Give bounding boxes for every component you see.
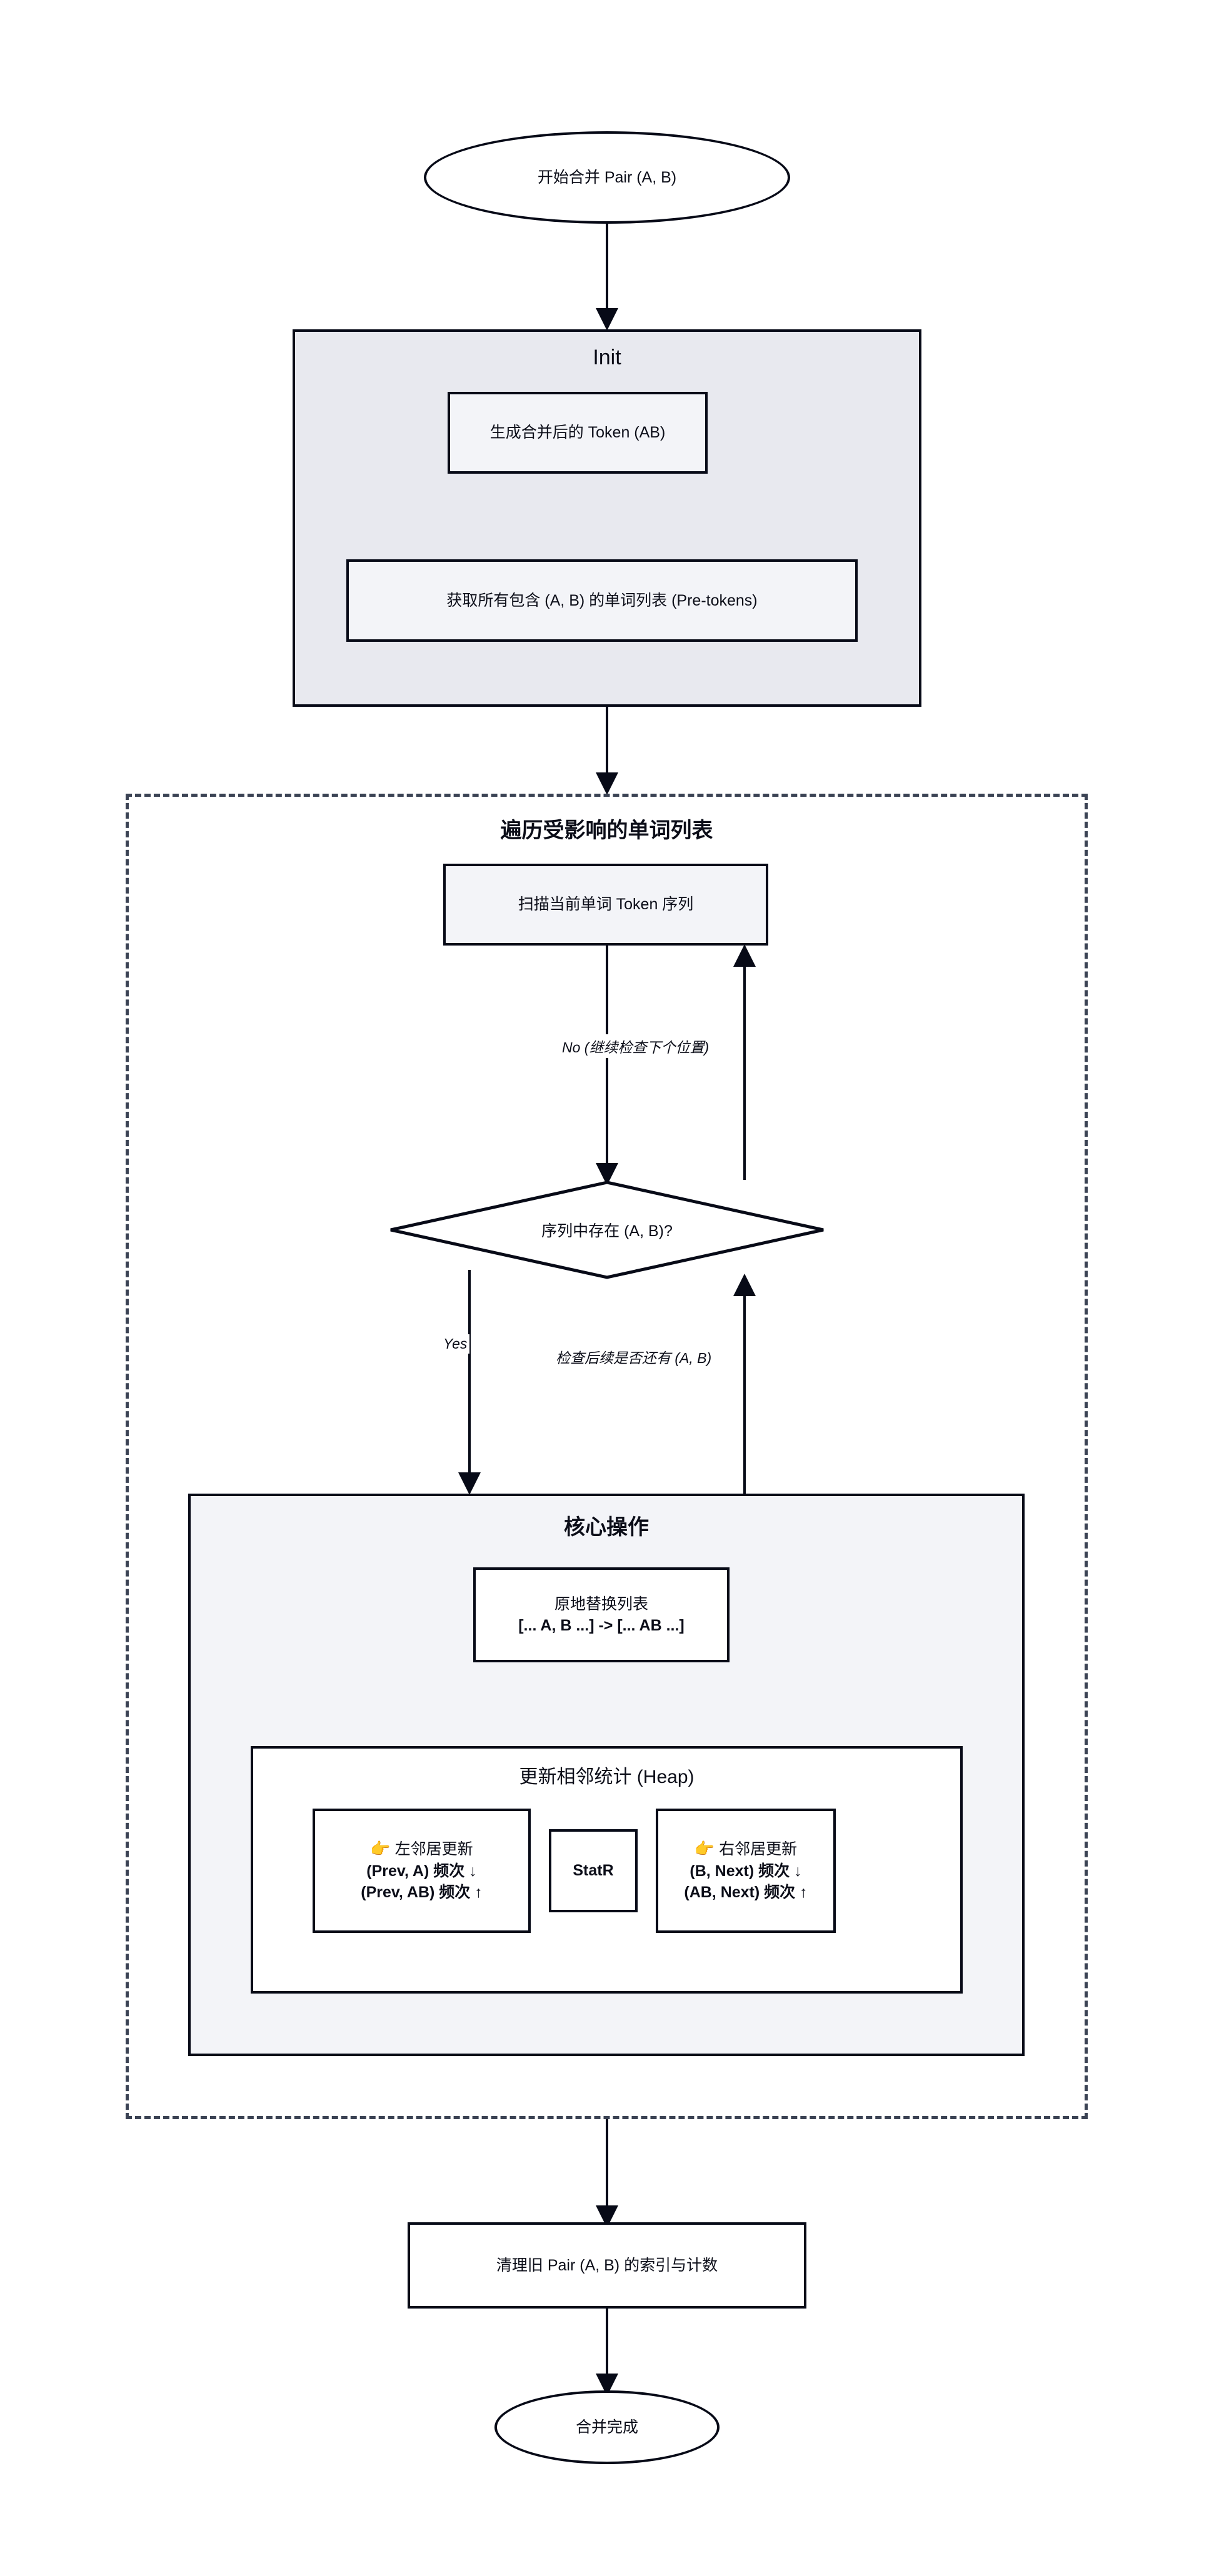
decision-diamond-shape <box>390 1181 824 1279</box>
end-terminal[interactable]: 合并完成 <box>494 2390 720 2464</box>
subgraph-init-title: Init <box>593 346 621 369</box>
node-cleanup-label: 清理旧 Pair (A, B) 的索引与计数 <box>496 2256 718 2274</box>
node-replace-in-place[interactable]: 原地替换列表 [... A, B ...] -> [... AB ...] <box>473 1567 730 1662</box>
pointing-right-hand-icon: 👉 <box>370 1839 391 1859</box>
node-left-neighbor-line2: (Prev, A) 频次 ↓ <box>366 1862 477 1880</box>
node-decision-label: 序列中存在 (A, B)? <box>541 1222 673 1240</box>
start-terminal[interactable]: 开始合并 Pair (A, B) <box>424 131 790 224</box>
subgraph-core-title: 核心操作 <box>564 1515 649 1539</box>
end-terminal-label: 合并完成 <box>575 2418 638 2436</box>
node-right-neighbor-line1: 右邻居更新 <box>719 1840 798 1859</box>
subgraph-heap-title: 更新相邻统计 (Heap) <box>519 1767 695 1787</box>
node-decision[interactable]: 序列中存在 (A, B)? <box>388 1180 826 1280</box>
node-make-token[interactable]: 生成合并后的 Token (AB) <box>448 392 708 474</box>
node-get-words-label: 获取所有包含 (A, B) 的单词列表 (Pre-tokens) <box>446 591 758 609</box>
node-right-neighbor-update[interactable]: 👉 右邻居更新 (B, Next) 频次 ↓ (AB, Next) 频次 ↑ <box>656 1809 836 1933</box>
node-right-neighbor-line3: (AB, Next) 频次 ↑ <box>684 1884 808 1902</box>
node-right-neighbor-line2: (B, Next) 频次 ↓ <box>690 1862 802 1880</box>
node-statr[interactable]: StatR <box>549 1829 638 1912</box>
node-left-neighbor-line1: 左邻居更新 <box>394 1840 473 1859</box>
subgraph-loop: 遍历受影响的单词列表 <box>126 794 1088 2119</box>
node-scan-sequence[interactable]: 扫描当前单词 Token 序列 <box>443 864 768 946</box>
node-left-neighbor-line3: (Prev, AB) 频次 ↑ <box>361 1884 483 1902</box>
edge-label-no: No (继续检查下个位置) <box>559 1034 712 1058</box>
node-replace-line1: 原地替换列表 <box>554 1595 648 1613</box>
node-cleanup[interactable]: 清理旧 Pair (A, B) 的索引与计数 <box>408 2222 806 2309</box>
node-make-token-label: 生成合并后的 Token (AB) <box>489 424 666 442</box>
edge-label-yes: Yes <box>441 1334 470 1354</box>
start-terminal-label: 开始合并 Pair (A, B) <box>537 168 677 186</box>
subgraph-loop-title: 遍历受影响的单词列表 <box>500 819 713 842</box>
node-replace-line2: [... A, B ...] -> [... AB ...] <box>518 1617 685 1634</box>
node-scan-sequence-label: 扫描当前单词 Token 序列 <box>518 896 694 914</box>
edge-label-loop-back: 检查后续是否还有 (A, B) <box>553 1345 715 1369</box>
subgraph-init: Init <box>293 329 921 707</box>
pointing-right-hand-icon: 👉 <box>694 1839 715 1859</box>
node-statr-label: StatR <box>573 1862 614 1880</box>
node-get-words[interactable]: 获取所有包含 (A, B) 的单词列表 (Pre-tokens) <box>346 559 858 642</box>
node-left-neighbor-update[interactable]: 👉 左邻居更新 (Prev, A) 频次 ↓ (Prev, AB) 频次 ↑ <box>313 1809 531 1933</box>
